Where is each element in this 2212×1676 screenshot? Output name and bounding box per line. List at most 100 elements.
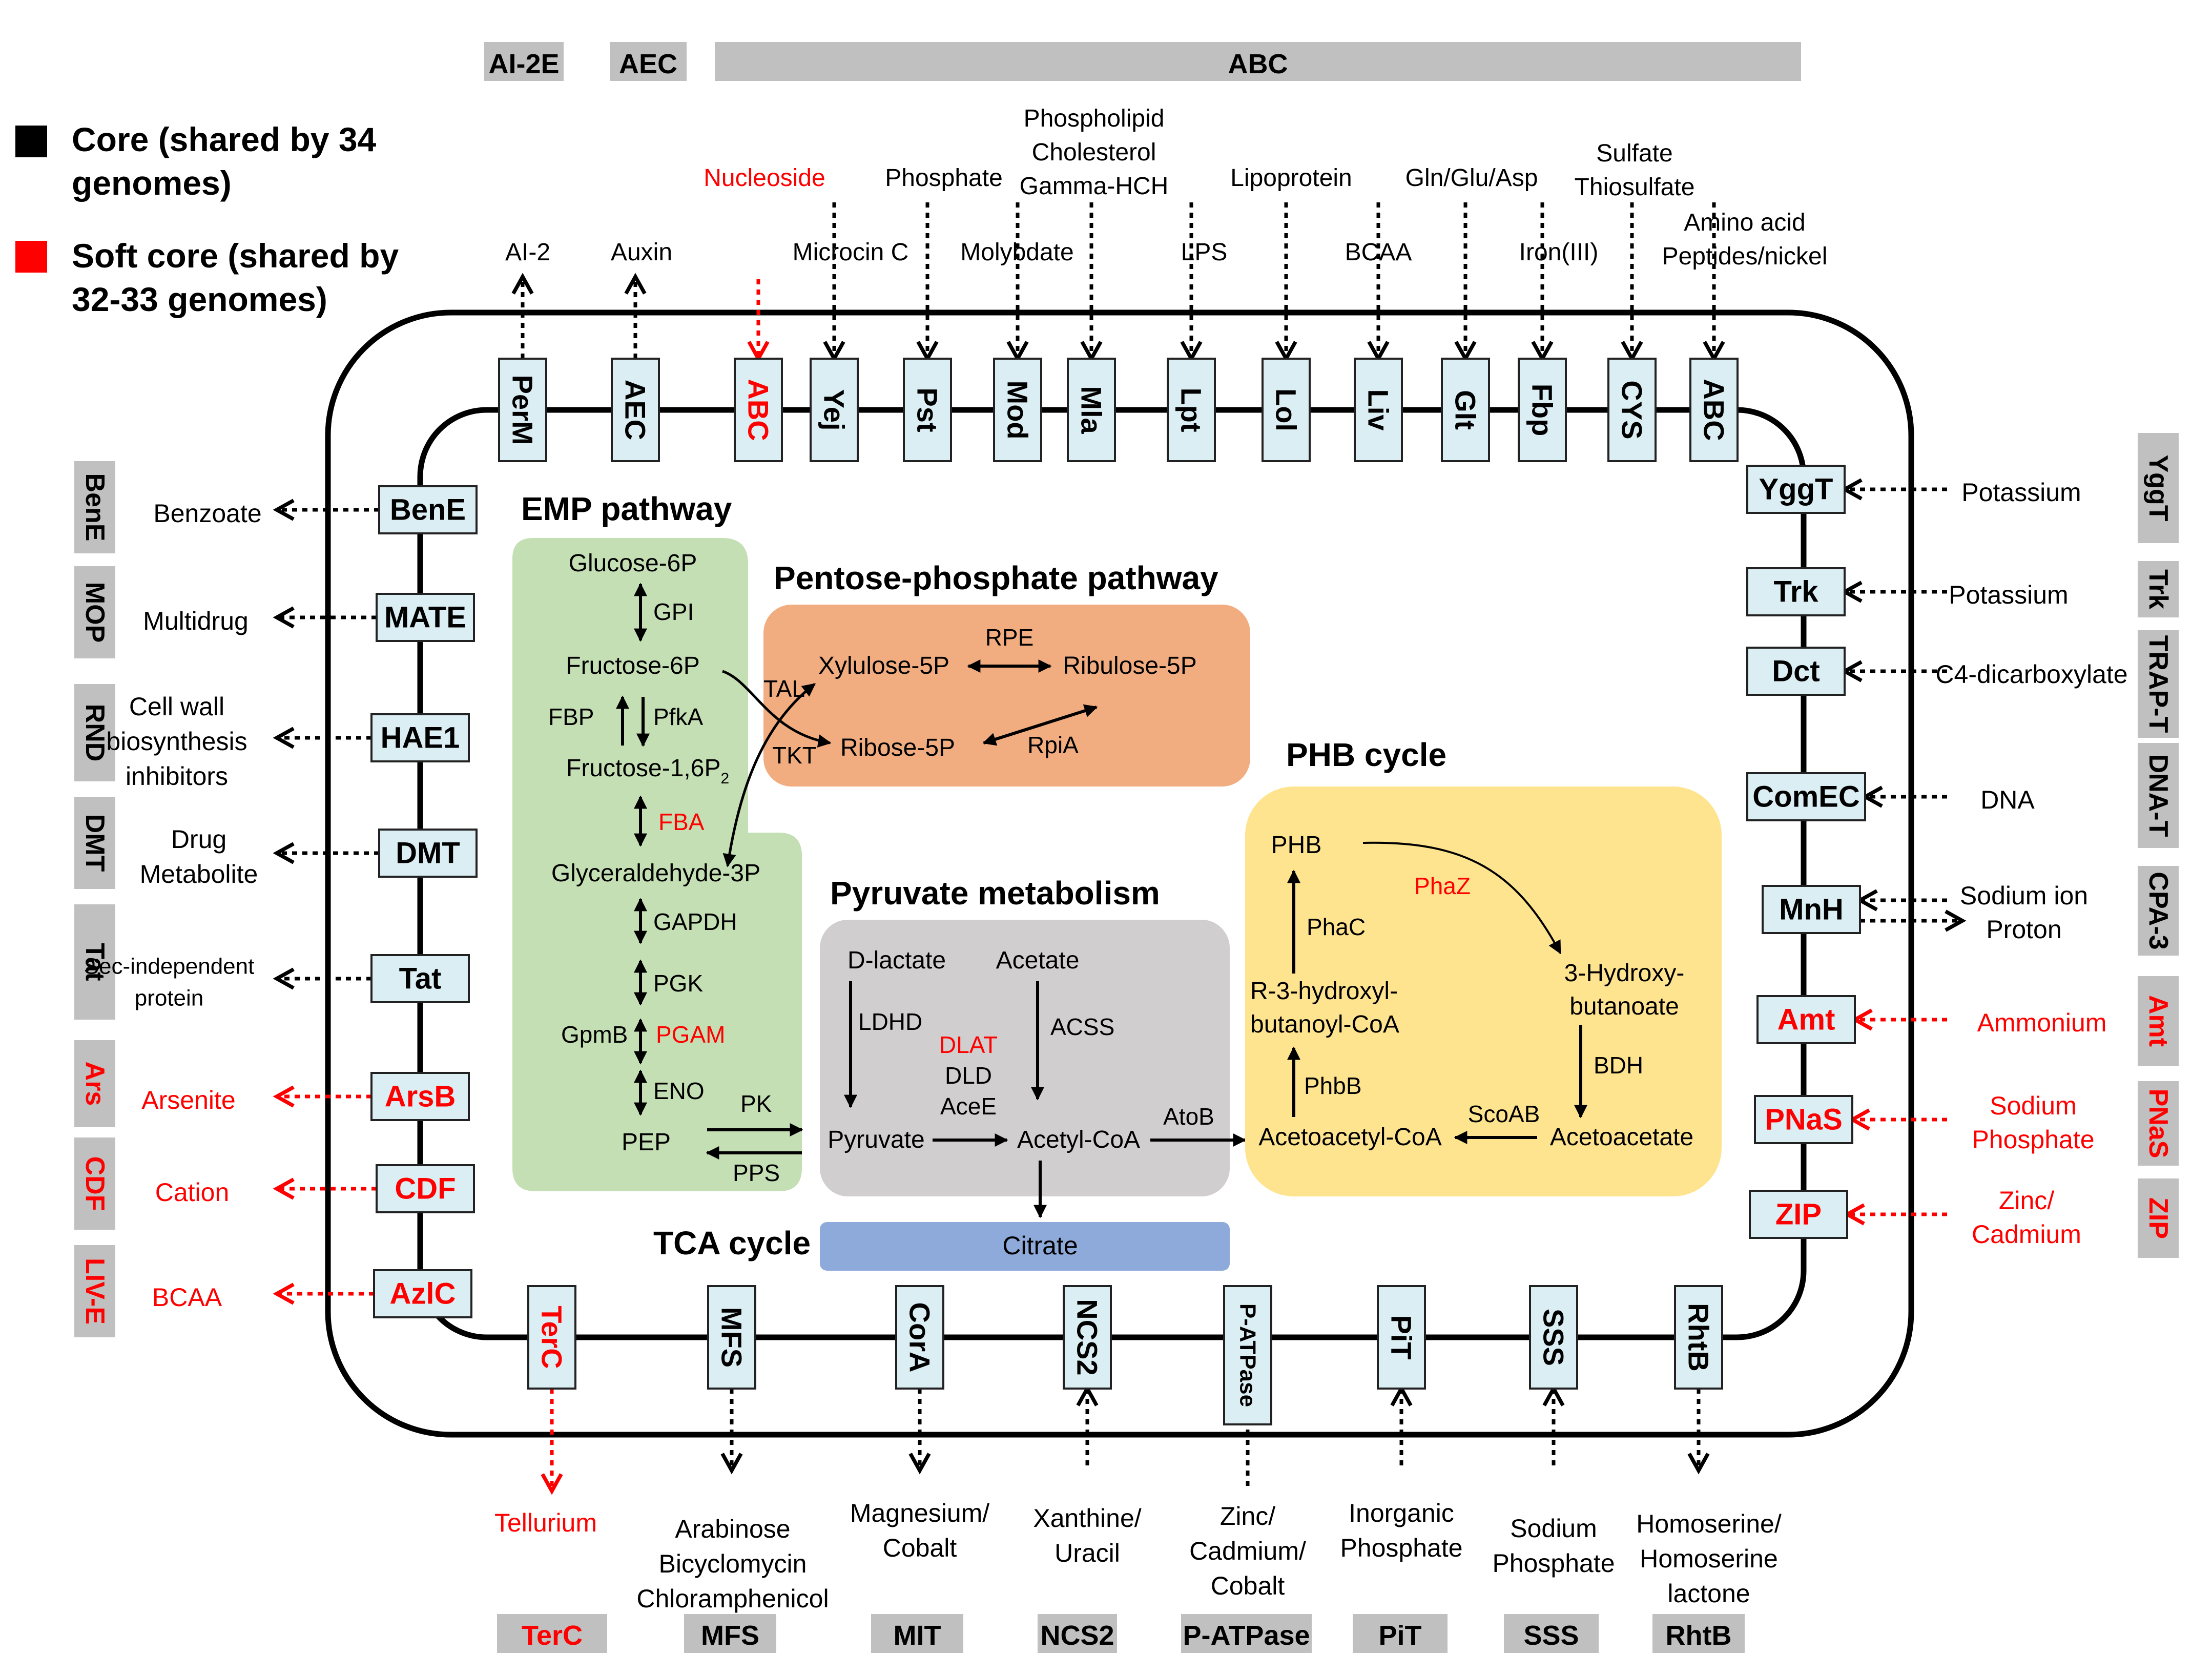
family-label-ars: Ars [80,1062,110,1106]
legend-core-label: Core (shared by 34 [72,120,377,158]
transporter-top-mla-6 [1067,358,1116,462]
transporter-bottom-terc [527,1285,576,1390]
family-label-rnd: RND [80,704,110,762]
transporter-label-cora: CorA [904,1302,936,1373]
tca-title: TCA cycle [653,1225,811,1261]
family-box-terc [497,1614,607,1653]
gapdh-label: GAPDH [653,908,737,935]
family-label-cdf: CDF [80,1156,110,1211]
substrate-bottom-tellurium: Tellurium [494,1508,597,1537]
cell-outer-membrane [325,309,1914,1438]
family-label-rhtb: RhtB [1666,1620,1732,1651]
transporter-bottom-cora [895,1285,944,1390]
transporter-label-mfs: MFS [716,1307,748,1368]
citrate-box [820,1222,1230,1271]
transporter-right-mnh [1762,885,1861,934]
r3-hydroxybutanoyl-coa: R-3-hydroxyl-butanoyl-CoA [1250,978,1399,1038]
transporter-top-pst-4 [903,358,952,462]
transporter-label-tat: Tat [399,962,442,996]
substrate-top-bcaa: BCAA [1345,239,1412,266]
family-label-sss: SSS [1523,1620,1579,1651]
family-label-ncs2: NCS2 [1040,1620,1114,1651]
ribose-5p: Ribose-5P [840,734,955,761]
family-box-abc [715,42,1801,81]
transporter-left-arsb [370,1072,470,1121]
phaz-arrow [1362,841,1561,955]
family-box-ars [74,1040,115,1127]
tca-cycle: TCA cycle Citrate [653,1222,1230,1271]
transporter-top-lpt-7 [1167,358,1216,462]
pfka-label: PfkA [653,703,703,730]
transporter-left-bene [378,485,478,534]
family-box-mfs [684,1614,776,1653]
transporter-label-azlc: AzlC [390,1277,456,1311]
family-label-pnas: PNaS [2143,1089,2173,1158]
family-label-dmt: DMT [80,814,110,872]
family-box-rnd [74,684,115,781]
ribulose-5p: Ribulose-5P [1063,652,1196,679]
transporter-top-yej-3 [810,358,859,462]
family-box-cdf [74,1137,115,1230]
substrate-top-phosphate: Phosphate [885,164,1003,192]
family-box-pnas [2138,1081,2179,1166]
family-box-rhtb [1652,1614,1745,1653]
pyruvate-title: Pyruvate metabolism [830,875,1160,912]
acetoacetyl-coa: Acetoacetyl-CoA [1258,1124,1442,1151]
legend-soft-core-label: Soft core (shared by [72,237,399,275]
transporter-label-p-atpase: P-ATPase [1235,1303,1260,1407]
substrate-left-bcaa: BCAA [152,1283,222,1312]
transporter-bottom-pit [1377,1285,1426,1390]
family-box-amt [2138,976,2179,1066]
pentose-phosphate-pathway: Pentose-phosphate pathway RPE Xylulose-5… [722,560,1250,867]
phb-panel [1245,787,1722,1196]
transporter-right-dct [1746,647,1846,696]
family-box-mit [871,1614,963,1653]
transporter-label-lpt: Lpt [1175,387,1208,432]
transporter-label-yej: Yej [818,389,851,431]
transporter-right-comec [1746,772,1866,821]
substrate-top-ai-2: AI-2 [505,239,550,266]
tkt-label: TKT [772,742,817,769]
transporter-label-dct: Dct [1772,655,1820,688]
emp-pathway: EMP pathway Glucose-6P GPI Fructose-6P F… [512,490,803,1191]
ldhd-label: LDHD [858,1008,922,1035]
transporter-bottom-p-atpase [1223,1285,1272,1425]
acetyl-coa: Acetyl-CoA [1017,1126,1140,1153]
substrate-top-lps: LPS [1181,239,1228,266]
pep: PEP [622,1129,671,1156]
transporter-right-yggt [1746,465,1846,514]
legend-core-label-2: genomes) [72,164,232,202]
fba-label: FBA [658,809,705,835]
transporter-label-terc: TerC [536,1306,568,1369]
family-box-pit [1353,1614,1448,1653]
family-box-ai-2e [484,42,564,81]
family-label-abc: ABC [1228,49,1288,79]
family-label-mfs: MFS [701,1620,759,1651]
acetoacetate: Acetoacetate [1550,1124,1693,1151]
transporter-label-ncs2: NCS2 [1071,1299,1104,1375]
substrate-top-nucleoside: Nucleoside [704,164,825,192]
family-label-trk: Trk [2143,569,2173,609]
transporter-label-rhtb: RhtB [1683,1303,1715,1372]
gpmb-label: GpmB [561,1021,628,1048]
family-box-zip [2138,1178,2179,1258]
transporter-top-abc-13 [1689,358,1739,462]
transporter-top-liv-9 [1354,358,1403,462]
substrate-top-gln-glu-asp: Gln/Glu/Asp [1405,164,1538,192]
transporter-top-glt-10 [1441,358,1490,462]
family-box-p-atpase [1181,1614,1312,1653]
scoab-label: ScoAB [1468,1101,1540,1127]
family-box-liv-e [74,1245,115,1337]
transporter-top-aec-1 [611,358,660,462]
rpe-label: RPE [985,624,1034,651]
transporter-label-mnh: MnH [1779,893,1844,926]
substrate-bottom-zinc: Zinc/Cadmium/Cobalt [1189,1502,1306,1600]
ppp-title: Pentose-phosphate pathway [774,560,1218,596]
transporter-right-zip [1749,1190,1848,1239]
